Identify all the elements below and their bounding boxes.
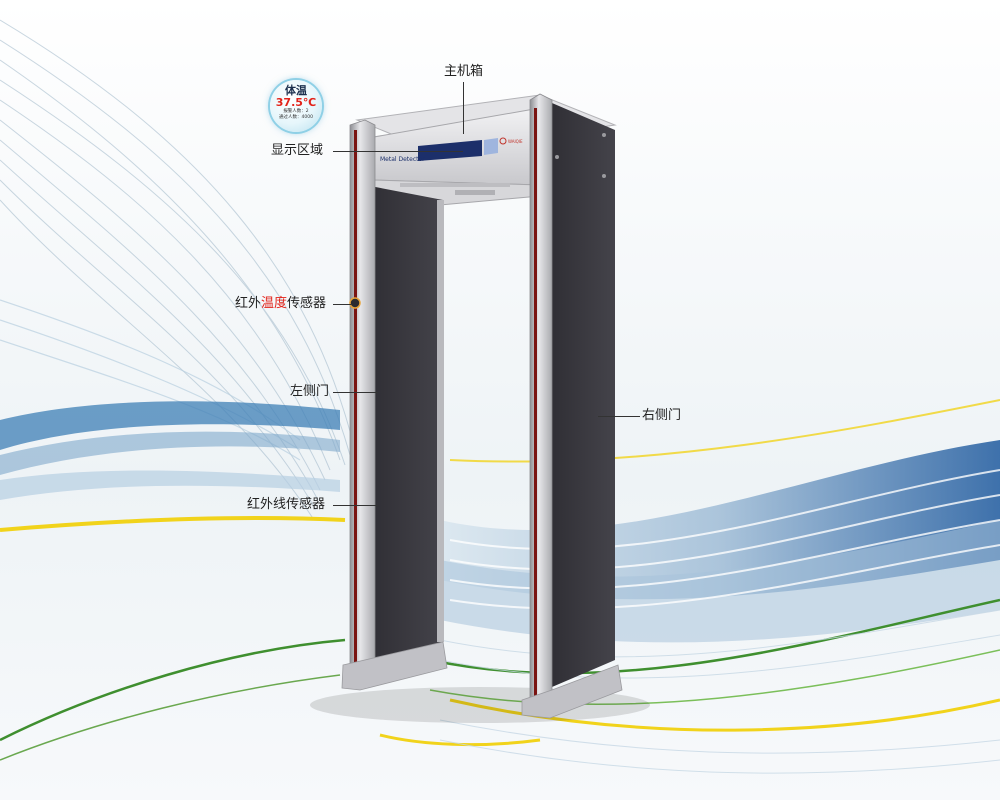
logo-icon: [499, 137, 507, 145]
leader-main-box: [463, 82, 464, 134]
leader-ir-line-sensor: [333, 505, 378, 506]
label-left-door: 左侧门: [290, 384, 330, 399]
right-door: [521, 93, 623, 719]
display-screen: [418, 138, 498, 161]
leader-ir-temperature: [333, 304, 351, 305]
left-door: [341, 119, 448, 691]
badge-alarm-count: 报警人数：2: [283, 109, 309, 114]
leader-left-door: [333, 392, 378, 393]
label-display-area: 显示区域: [271, 143, 324, 158]
label-main-box: 主机箱: [444, 64, 484, 79]
label-ir-temperature-sensor: 红外温度传感器: [235, 296, 326, 312]
brand-label: Metal Detector: [380, 156, 425, 163]
badge-pass-count: 通过人数：4000: [279, 115, 313, 120]
label-ir-suffix: 传感器: [287, 296, 327, 311]
label-ir-prefix: 红外: [235, 296, 262, 311]
leader-right-door: [598, 416, 640, 417]
badge-temperature: 37.5℃: [275, 96, 317, 109]
temperature-badge: 体温 37.5℃ 报警人数：2 通过人数：4000: [270, 80, 322, 132]
ir-temperature-sensor: [349, 297, 361, 309]
label-ir-highlight: 温度: [261, 296, 288, 311]
logo-text: WAIQIE: [508, 139, 523, 144]
label-ir-line-sensor: 红外线传感器: [247, 497, 326, 512]
leader-display-area: [333, 151, 463, 152]
label-right-door: 右侧门: [642, 408, 682, 423]
badge-title: 体温: [285, 84, 307, 97]
